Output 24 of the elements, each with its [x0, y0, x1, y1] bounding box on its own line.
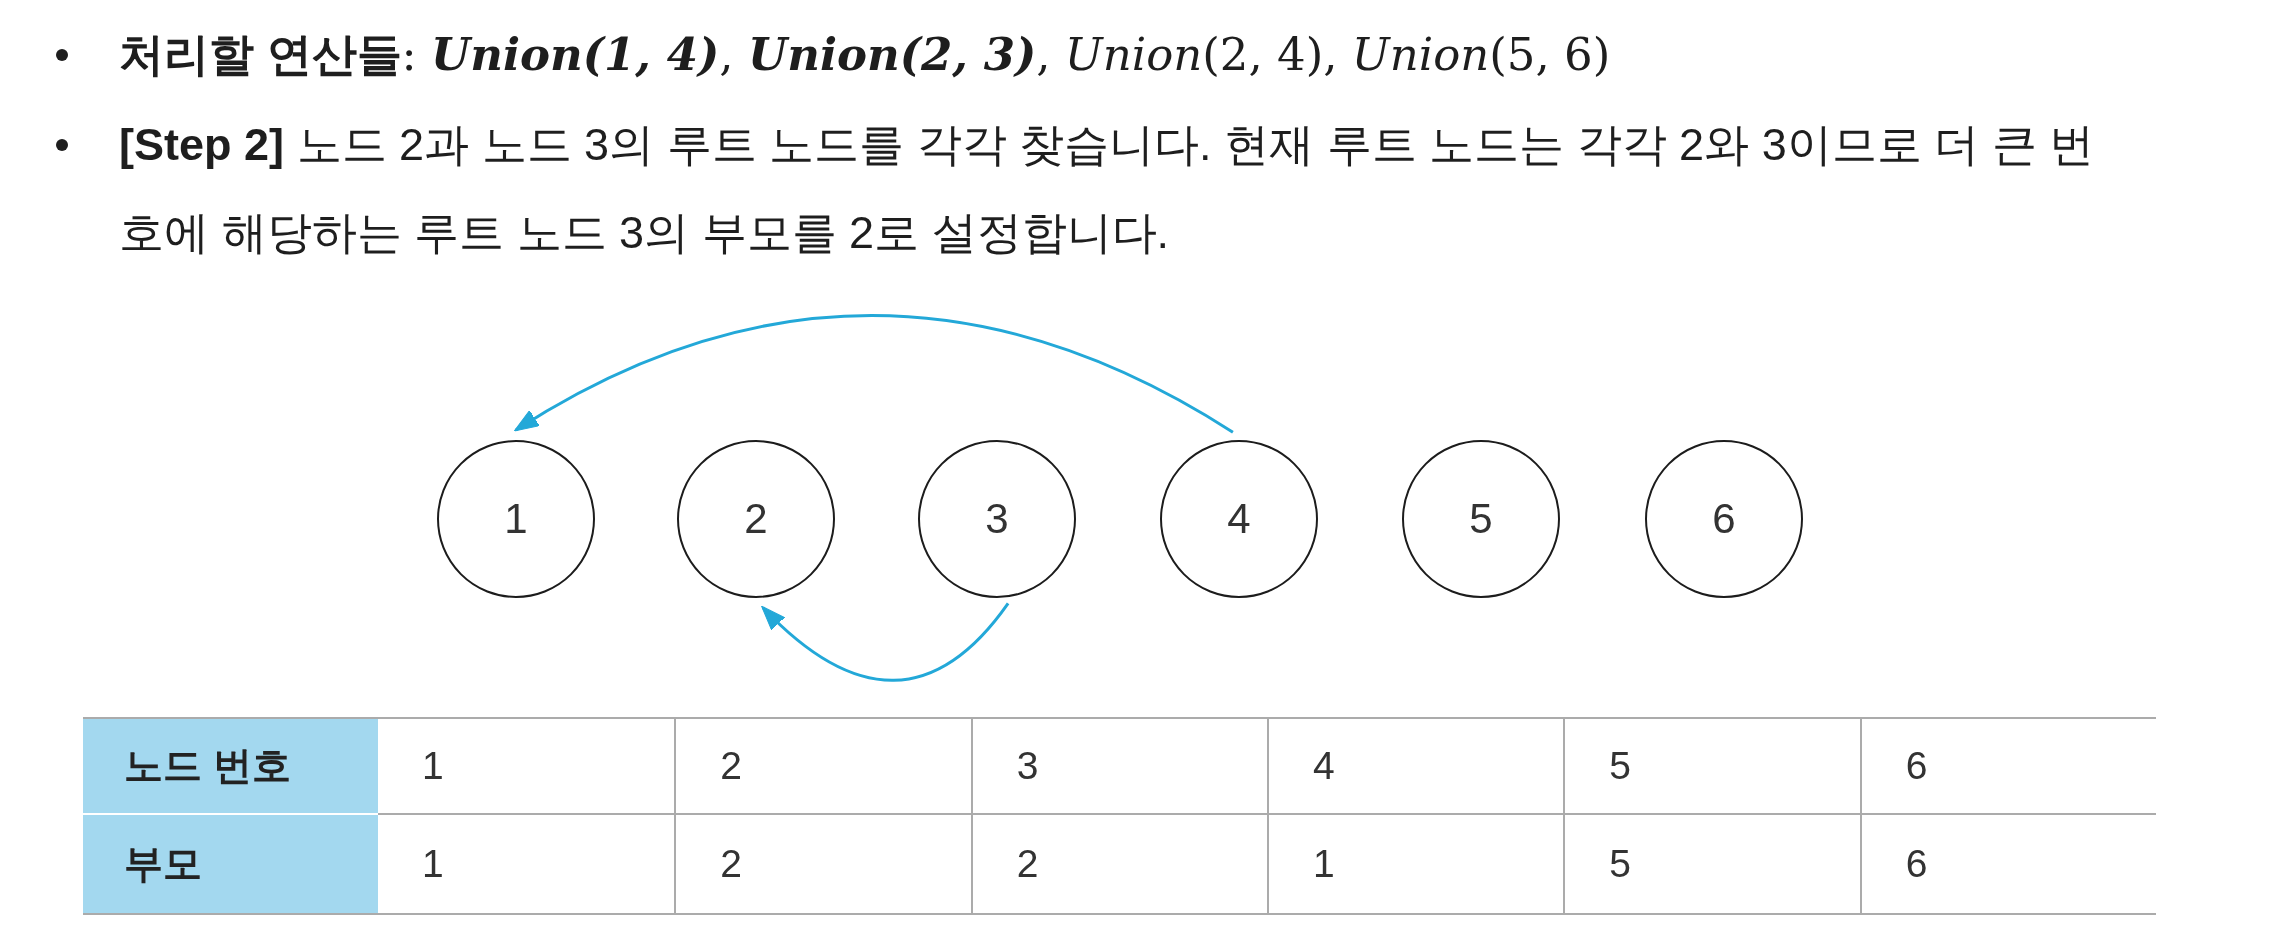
node-circle: 4 — [1160, 440, 1318, 598]
table-cell: 5 — [1563, 815, 1860, 915]
node-circle: 3 — [918, 440, 1076, 598]
table-cell: 1 — [1267, 815, 1564, 915]
node-circle: 6 — [1645, 440, 1803, 598]
table-cell: 3 — [970, 717, 1267, 815]
node-circle: 5 — [1402, 440, 1560, 598]
arrow — [761, 602, 1010, 682]
table-cell: 1 — [378, 717, 675, 815]
table-cell: 6 — [1859, 717, 2156, 815]
table-cell: 2 — [970, 815, 1267, 915]
table-cell: 2 — [674, 717, 971, 815]
header-cell: 부모 — [83, 815, 378, 915]
table-cell: 1 — [378, 815, 675, 915]
table-cell: 5 — [1563, 717, 1860, 815]
table-cell: 2 — [674, 815, 971, 915]
bullet-text: 처리할 연산들: Union(1, 4), Union(2, 3), Union(2, 4), Union(5, 6) — [119, 27, 1611, 83]
arrow — [513, 314, 1234, 434]
node-circle: 1 — [437, 440, 595, 598]
table-cell: 4 — [1267, 717, 1564, 815]
table-cell: 6 — [1859, 815, 2156, 915]
header-cell: 노드 번호 — [83, 717, 378, 815]
bullet-text: [Step 2] 노드 2과 노드 3의 루트 노드를 각각 찾습니다. 현재 루트 노드는 각각 2와 3이므로 더 큰 번호에 해당하는 루트 노드 3의 부모를 2로 설정합니다. — [119, 118, 2096, 260]
node-circle: 2 — [677, 440, 835, 598]
